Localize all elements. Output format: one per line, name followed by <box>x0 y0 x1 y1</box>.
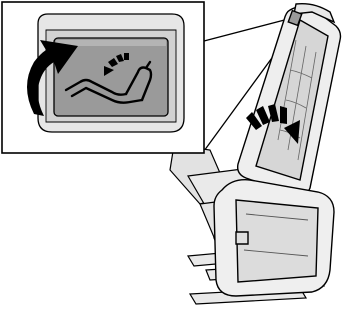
front-seat-cushion <box>214 180 334 296</box>
switch-callout-inset <box>2 2 204 153</box>
seatback-folded <box>238 4 341 197</box>
